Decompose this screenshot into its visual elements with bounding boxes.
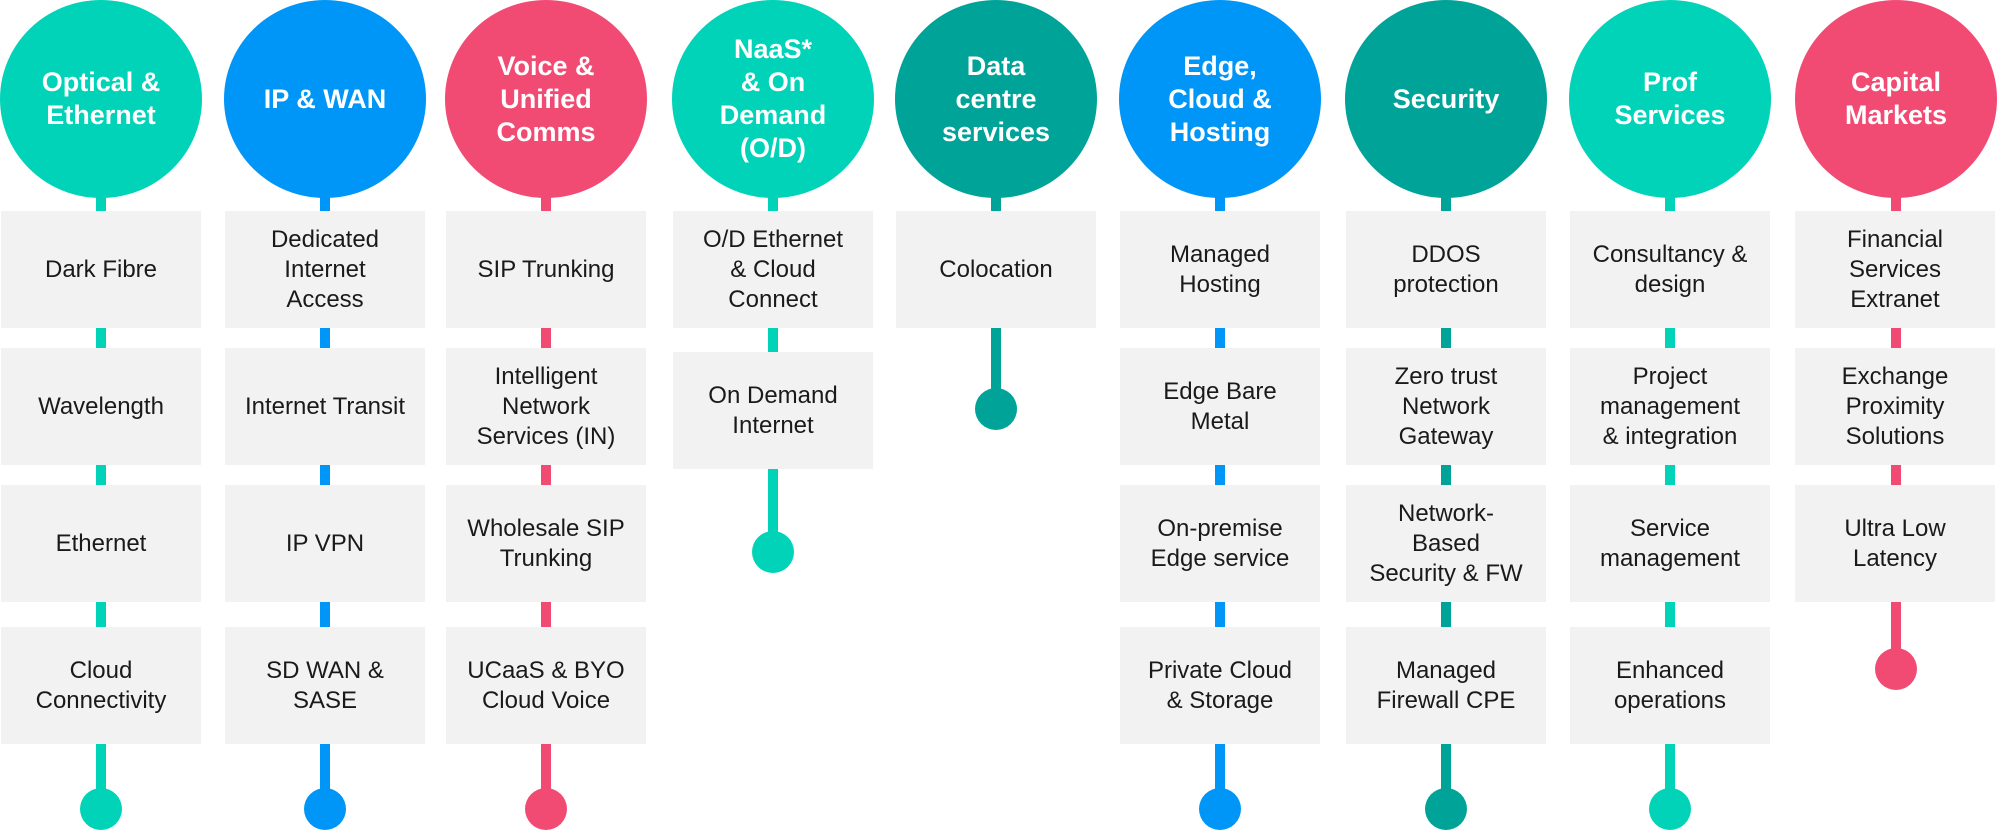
category-heading: Data centre services — [895, 0, 1097, 198]
end-dot — [1199, 788, 1241, 830]
category-heading: Prof Services — [1569, 0, 1771, 198]
end-dot — [1425, 788, 1467, 830]
end-dot — [752, 531, 794, 573]
service-item: SD WAN & SASE — [225, 627, 425, 744]
service-item: Network- Based Security & FW — [1346, 485, 1546, 602]
service-item: Wholesale SIP Trunking — [446, 485, 646, 602]
service-item: Private Cloud & Storage — [1120, 627, 1320, 744]
service-item: DDOS protection — [1346, 211, 1546, 328]
service-item: Managed Hosting — [1120, 211, 1320, 328]
service-item: SIP Trunking — [446, 211, 646, 328]
end-dot — [1875, 648, 1917, 690]
service-item: Managed Firewall CPE — [1346, 627, 1546, 744]
service-item: IP VPN — [225, 485, 425, 602]
end-dot — [975, 388, 1017, 430]
service-item: Service management — [1570, 485, 1770, 602]
service-item: Dark Fibre — [1, 211, 201, 328]
service-item: UCaaS & BYO Cloud Voice — [446, 627, 646, 744]
service-item: Ethernet — [1, 485, 201, 602]
service-item: Colocation — [896, 211, 1096, 328]
service-item: Zero trust Network Gateway — [1346, 348, 1546, 465]
service-item: Consultancy & design — [1570, 211, 1770, 328]
category-heading: IP & WAN — [224, 0, 426, 198]
service-item: Enhanced operations — [1570, 627, 1770, 744]
category-heading: NaaS* & On Demand (O/D) — [672, 0, 874, 198]
end-dot — [304, 788, 346, 830]
service-item: Ultra Low Latency — [1795, 485, 1995, 602]
end-dot — [80, 788, 122, 830]
category-heading: Voice & Unified Comms — [445, 0, 647, 198]
service-item: O/D Ethernet & Cloud Connect — [673, 211, 873, 328]
category-heading: Capital Markets — [1795, 0, 1997, 198]
end-dot — [525, 788, 567, 830]
service-item: Internet Transit — [225, 348, 425, 465]
category-heading: Edge, Cloud & Hosting — [1119, 0, 1321, 198]
service-item: Dedicated Internet Access — [225, 211, 425, 328]
category-heading: Security — [1345, 0, 1547, 198]
category-heading: Optical & Ethernet — [0, 0, 202, 198]
service-item: Financial Services Extranet — [1795, 211, 1995, 328]
service-item: Cloud Connectivity — [1, 627, 201, 744]
service-item: On Demand Internet — [673, 352, 873, 469]
service-item: Wavelength — [1, 348, 201, 465]
service-item: Project management & integration — [1570, 348, 1770, 465]
service-item: On-premise Edge service — [1120, 485, 1320, 602]
service-item: Exchange Proximity Solutions — [1795, 348, 1995, 465]
service-item: Edge Bare Metal — [1120, 348, 1320, 465]
service-item: Intelligent Network Services (IN) — [446, 348, 646, 465]
end-dot — [1649, 788, 1691, 830]
